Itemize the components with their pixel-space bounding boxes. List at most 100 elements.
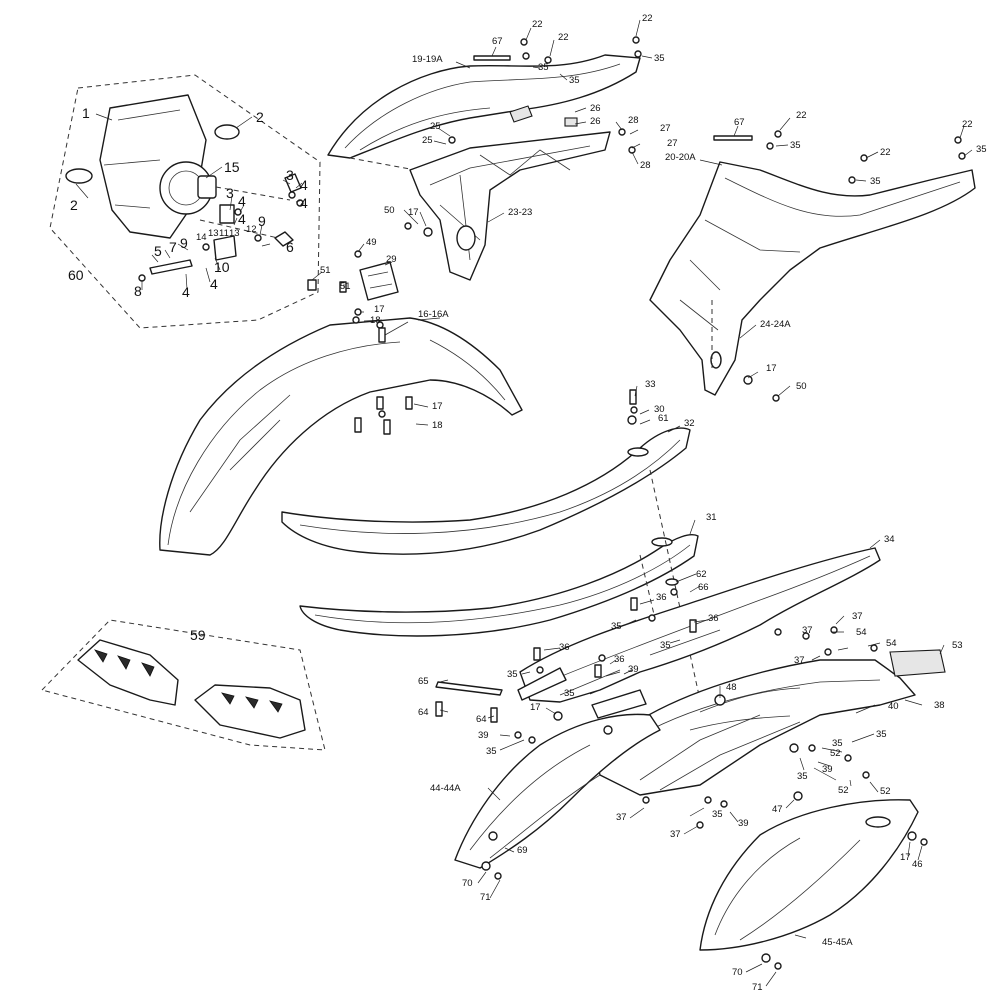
callout-17: 17 bbox=[408, 207, 419, 218]
callout-35: 35 bbox=[712, 809, 723, 820]
callout-71: 71 bbox=[752, 982, 763, 993]
inner-panel-23 bbox=[409, 131, 611, 281]
callout-labels: 1 2 2 15 3 4 4 3 4 4 9 12 13 11 13 14 6 … bbox=[68, 13, 987, 993]
clamp-left bbox=[65, 168, 93, 184]
callout-13: 13 bbox=[208, 228, 219, 239]
license-light-53 bbox=[889, 649, 946, 677]
bracket-29 bbox=[359, 261, 399, 301]
callout-35: 35 bbox=[660, 640, 671, 651]
hand-guard-outline bbox=[41, 619, 326, 751]
callout-51: 51 bbox=[340, 281, 351, 292]
callout-31: 31 bbox=[706, 512, 717, 523]
callout-35: 35 bbox=[611, 621, 622, 632]
seat-upper-32 bbox=[281, 427, 691, 555]
callout-62: 62 bbox=[696, 569, 707, 580]
callout-23-23: 23-23 bbox=[508, 207, 532, 218]
callout-70: 70 bbox=[462, 878, 473, 889]
callout-35: 35 bbox=[832, 738, 843, 749]
callout-33: 33 bbox=[645, 379, 656, 390]
headlight-assembly-group bbox=[49, 74, 321, 329]
callout-15: 15 bbox=[224, 159, 240, 175]
callout-50: 50 bbox=[796, 381, 807, 392]
leader-lines bbox=[311, 19, 973, 987]
callout-35: 35 bbox=[654, 53, 665, 64]
callout-44-44a: 44-44A bbox=[430, 783, 461, 794]
callout-14: 14 bbox=[196, 232, 207, 243]
callout-69: 69 bbox=[517, 845, 528, 856]
callout-34: 34 bbox=[884, 534, 895, 545]
callout-67: 67 bbox=[734, 117, 745, 128]
hand-guard-left bbox=[77, 639, 179, 706]
callout-37: 37 bbox=[802, 625, 813, 636]
callout-10: 10 bbox=[214, 259, 230, 275]
callout-37: 37 bbox=[616, 812, 627, 823]
hand-guard-group bbox=[41, 619, 326, 751]
front-fender bbox=[159, 317, 523, 556]
rear-mudguard-38 bbox=[595, 659, 916, 796]
callout-22: 22 bbox=[558, 32, 569, 43]
callout-35: 35 bbox=[870, 176, 881, 187]
callout-35: 35 bbox=[876, 729, 887, 740]
upper-shroud-assembly bbox=[307, 54, 641, 301]
callout-35: 35 bbox=[538, 62, 549, 73]
callout-37: 37 bbox=[852, 611, 863, 622]
callout-3: 3 bbox=[226, 185, 234, 201]
callout-60: 60 bbox=[68, 267, 84, 283]
callout-61: 61 bbox=[658, 413, 669, 424]
fasteners bbox=[354, 36, 966, 829]
callout-37: 37 bbox=[794, 655, 805, 666]
callout-67: 67 bbox=[492, 36, 503, 47]
callout-22: 22 bbox=[880, 147, 891, 158]
callout-54: 54 bbox=[886, 638, 897, 649]
callout-27: 27 bbox=[667, 138, 678, 149]
callout-64: 64 bbox=[418, 707, 429, 718]
callout-40: 40 bbox=[888, 701, 899, 712]
callout-22: 22 bbox=[532, 19, 543, 30]
callout-12: 12 bbox=[246, 224, 257, 235]
callout-17: 17 bbox=[900, 852, 911, 863]
callout-17: 17 bbox=[432, 401, 443, 412]
callout-19-19a: 19-19A bbox=[412, 54, 443, 65]
callout-36: 36 bbox=[708, 613, 719, 624]
hand-guard-right bbox=[194, 684, 306, 739]
callout-4: 4 bbox=[300, 195, 308, 211]
callout-35: 35 bbox=[507, 669, 518, 680]
callout-35: 35 bbox=[790, 140, 801, 151]
callout-49: 49 bbox=[366, 237, 377, 248]
callout-35: 35 bbox=[564, 688, 575, 699]
callout-18: 18 bbox=[432, 420, 443, 431]
callout-4: 4 bbox=[238, 211, 246, 227]
callout-26: 26 bbox=[590, 103, 601, 114]
headlight-group-outline bbox=[49, 74, 321, 329]
callout-4: 4 bbox=[182, 284, 190, 300]
callout-20-20a: 20-20A bbox=[665, 152, 696, 163]
callout-64: 64 bbox=[476, 714, 487, 725]
callout-52: 52 bbox=[838, 785, 849, 796]
callout-59: 59 bbox=[190, 627, 206, 643]
callout-35: 35 bbox=[569, 75, 580, 86]
side-covers bbox=[454, 713, 928, 970]
callout-28: 28 bbox=[628, 115, 639, 126]
callout-46: 46 bbox=[912, 859, 923, 870]
callout-52: 52 bbox=[830, 748, 841, 759]
callout-36: 36 bbox=[614, 654, 625, 665]
tank-shroud-19 bbox=[327, 54, 641, 159]
callout-26: 26 bbox=[590, 116, 601, 127]
callout-28: 28 bbox=[640, 160, 651, 171]
side-shroud-20 bbox=[649, 161, 976, 396]
callout-22: 22 bbox=[796, 110, 807, 121]
callout-6: 6 bbox=[286, 239, 294, 255]
callout-45-45a: 45-45A bbox=[822, 937, 853, 948]
callout-22: 22 bbox=[642, 13, 653, 24]
callout-13: 13 bbox=[229, 228, 240, 239]
callout-47: 47 bbox=[772, 804, 783, 815]
callout-39: 39 bbox=[628, 664, 639, 675]
callout-8: 8 bbox=[134, 283, 142, 299]
callout-65: 65 bbox=[418, 676, 429, 687]
callout-11: 11 bbox=[219, 228, 229, 239]
callout-48: 48 bbox=[726, 682, 737, 693]
callout-27: 27 bbox=[660, 123, 671, 134]
callout-35: 35 bbox=[797, 771, 808, 782]
rear-fender-assembly bbox=[517, 547, 946, 796]
callout-4: 4 bbox=[300, 177, 308, 193]
